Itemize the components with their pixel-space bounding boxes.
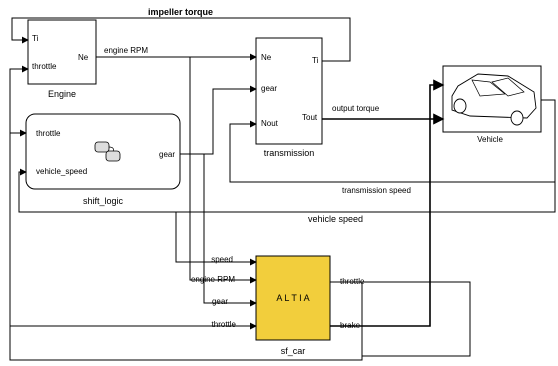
sf-car-block[interactable]: A L T I A [255,255,331,341]
altia-brand-label: A L T I A [276,293,309,303]
engine-block[interactable]: Ti throttle Ne [27,19,97,85]
car-icon [451,73,537,126]
sf-car-port-speed: speed [211,255,233,264]
signal-output-torque: output torque [332,104,380,113]
vehicle-block[interactable] [442,65,542,133]
wires [9,17,556,361]
shift-logic-port-throttle: throttle [36,129,61,138]
transmission-port-ne: Ne [261,53,272,62]
shift-logic-block[interactable]: throttle vehicle_speed gear [25,113,181,190]
engine-title: Engine [48,89,76,99]
transmission-block[interactable]: Ne gear Nout Ti Tout [255,37,323,145]
sf-car-port-gear: gear [212,297,228,306]
engine-port-ti: Ti [32,34,39,43]
transmission-port-tout: Tout [302,113,318,122]
transmission-port-nout: Nout [261,119,279,128]
engine-port-ne: Ne [78,53,89,62]
transmission-port-ti: Ti [312,56,319,65]
sf-car-port-throttle: throttle [212,320,237,329]
engine-port-throttle: throttle [32,62,57,71]
shift-logic-port-gear: gear [159,150,175,159]
shift-logic-title: shift_logic [83,196,124,206]
vehicle-title: Vehicle [477,135,503,144]
transmission-title: transmission [264,148,315,158]
sf-car-fill [255,255,331,341]
shift-logic-port-vehicle-speed: vehicle_speed [36,167,87,176]
signal-transmission-speed: transmission speed [342,186,411,195]
signal-impeller-torque: impeller torque [148,7,213,17]
sf-car-title: sf_car [281,346,306,356]
stateflow-icon [94,141,121,162]
signal-vehicle-speed: vehicle speed [308,214,363,224]
transmission-port-gear: gear [261,84,277,93]
signal-engine-rpm: engine RPM [104,46,148,55]
